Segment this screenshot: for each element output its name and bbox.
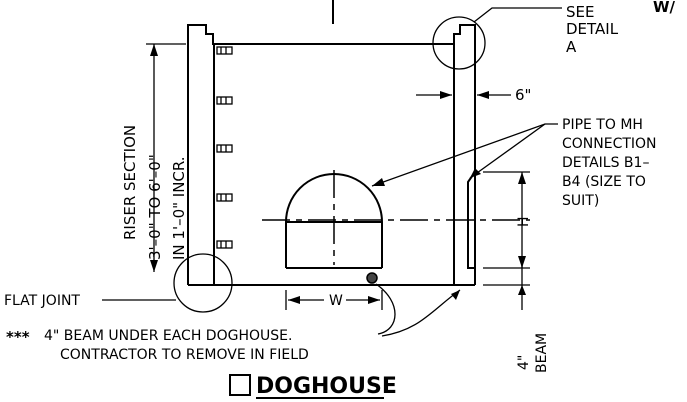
beam-circle (366, 272, 378, 284)
ladder-step (216, 144, 233, 153)
ladder-step (216, 193, 233, 202)
beam-note-line-2: CONTRACTOR TO REMOVE IN FIELD (60, 347, 309, 363)
title-marker-box (229, 374, 251, 396)
beam-note-line-1: 4" BEAM UNDER EACH DOGHOUSE. (44, 328, 292, 344)
ladder-step (216, 46, 233, 55)
riser-body (187, 0, 476, 286)
title: DOGHOUSE (256, 374, 397, 399)
ladder-step (216, 240, 233, 249)
wall-thickness-label: 6" (515, 86, 531, 104)
see-detail-line-3: A (566, 38, 577, 56)
width-label: W (329, 293, 343, 309)
riser-section-line-3: IN 1'–0" INCR. (170, 156, 188, 260)
pipe-note-line-5: SUIT) (562, 193, 599, 209)
riser-section-line-1: RISER SECTION (121, 125, 139, 240)
see-detail-leader (473, 7, 562, 23)
pipe-note-line-3: DETAILS B1– (562, 155, 649, 171)
width-dimension: W (285, 290, 383, 310)
beam-dim-word: BEAM (534, 333, 550, 373)
ladder-step (216, 96, 233, 105)
beam-dim-inches: 4" (516, 355, 532, 370)
riser-section-line-2: 3'–0" TO 6'–0" (146, 154, 164, 260)
pipe-note-line-2: CONNECTION (562, 136, 657, 152)
see-detail-line-2: DETAIL (566, 20, 619, 38)
corner-label: W/ (653, 0, 676, 16)
see-detail-line-1: SEE (566, 3, 594, 21)
beam-note-stars: *** (6, 328, 30, 346)
beam-dimension: 4" BEAM (483, 262, 550, 373)
doghouse-opening (262, 170, 530, 284)
detail-a-circle (432, 16, 486, 70)
riser-top-edge (187, 24, 476, 285)
ladder-steps (216, 46, 233, 249)
beam-note-leaders (375, 283, 461, 337)
wall-thickness-dimension: 6" (416, 86, 531, 104)
pipe-note-leaders (371, 123, 558, 187)
flat-joint-circle (173, 253, 233, 313)
riser-section-dimension: RISER SECTION 3'–0" TO 6'–0" IN 1'–0" IN… (121, 43, 188, 272)
pipe-note-line-1: PIPE TO MH (562, 117, 643, 133)
pipe-note-line-4: B4 (SIZE TO (562, 174, 646, 190)
height-label: H (516, 216, 532, 227)
flat-joint-label: FLAT JOINT (4, 293, 80, 309)
